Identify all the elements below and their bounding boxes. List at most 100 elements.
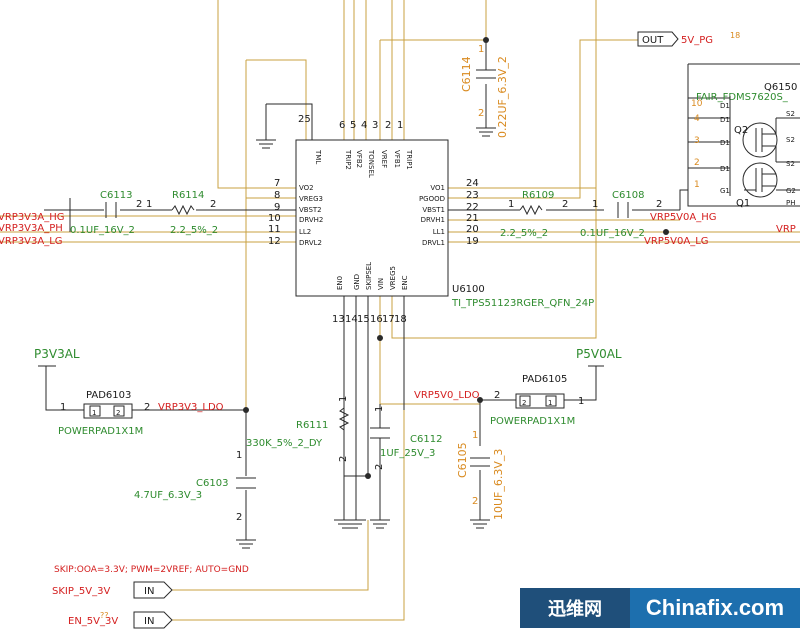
port-label: IN [144,616,154,627]
ic-top-pin-label: VFB1 [393,150,401,168]
pin-number: 2 [472,496,478,507]
net-labels-left: VRP3V3A_HG VRP3V3A_PH VRP3V3A_LG [0,212,65,247]
resistor-ref: R6109 [522,190,554,201]
pin-number: 2 [136,199,142,210]
net-label: VRP3V3A_HG [0,212,65,223]
pin-number: 8 [274,190,280,201]
mosfet-pin-label: S2 [786,136,795,144]
cap-plates [470,457,490,467]
mosfet-q2-symbol [755,118,777,162]
ic-top-pin-label: VREF [380,150,388,168]
wire-q1-gate [679,189,688,210]
net-labels-right: VRP5V0A_HG VRP5V0A_LG VRP [644,212,796,247]
pin-number: 1 [236,450,242,461]
skip-note: SKIP:OOA=3.3V; PWM=2VREF; AUTO=GND [54,565,249,575]
out-port: OUT 5V_PG 18 [637,31,740,47]
pin-number: 1 [60,402,66,413]
pin-number: 15 [357,314,370,325]
p3v3al-section: P3V3AL 1 2 1 2 PAD6103 POWERPAD1X1M VRP3… [34,347,224,437]
ground-icon [370,519,390,529]
resistor-r6109: R6109 1 2 2.2_5%_2 [500,190,568,239]
p5v0al-section: P5V0AL 2 1 2 1 PAD6105 POWERPAD1X1M VRP5… [414,347,622,427]
cap-plates [370,427,390,439]
in-port-en: IN EN_5V_3V ?? [68,611,173,629]
ic-right-pin-label: VBST1 [422,206,445,214]
ic-bottom-pin-label: ENC [401,275,409,290]
pin-number: 25 [298,114,311,125]
sheet-ref: ?? [100,611,109,620]
wire-skip [172,520,369,591]
cap-plates [236,477,256,489]
mosfet-pin-label: S2 [786,160,795,168]
mosfet-ref: Q6150 [764,82,797,93]
pin-number: 2 [385,120,391,131]
net-label: VRP5V0A_HG [650,212,717,223]
junction-dot [477,397,483,403]
net-label: VRP [776,224,796,235]
pin-number: 6 [339,120,345,131]
junction-dot [377,335,383,341]
power-net-label: P3V3AL [34,347,80,361]
pin-number: 1 [478,44,484,55]
ground-icon [236,530,256,549]
mosfet-pin-label: G1 [720,187,730,195]
resistor-value: 330K_5%_2_DY [246,438,323,449]
pin-number: 5 [350,120,356,131]
resistor-r6114: R6114 2 2.2_5%_2 [170,190,218,236]
cap-c6114-plates [476,69,496,79]
cap-c6108: C6108 1 2 0.1UF_16V_2 [580,190,662,239]
pin-number: 14 [345,314,358,325]
ic-right-pin-label: DRVH1 [421,216,445,224]
mosfet-pin-label: D1 [720,102,730,110]
pin-number: 21 [466,213,479,224]
pin-number: 13 [332,314,345,325]
pin-number: 1 [338,396,349,402]
pad-box-label: 2 [522,399,526,407]
ic-bottom-pin-label: EN0 [336,276,344,290]
pin-number: 2 [338,456,349,462]
mosfet-pin-label: D1 [720,165,730,173]
net-label: VRP5V0_LDO [414,390,480,401]
in-port-skip: IN SKIP_5V_3V [52,581,173,599]
pin-number: 2 [562,199,568,210]
mosfet-q2-circle [742,122,778,158]
pad-box-label: 1 [92,409,96,417]
ground-icon [470,519,490,529]
wire-tml-feed [246,59,307,140]
ic-part-number: TI_TPS51123RGER_QFN_24P [451,298,594,309]
cap-ref: C6108 [612,190,644,201]
cap-c6113: C6113 2 1 0.1UF_16V_2 [70,190,152,236]
mosfet-q6150: Q6150 FAIR_FDMS7620S_ 10 4 3 2 1 D1 D1 D… [687,63,800,209]
ic-left-pin-label: VO2 [299,184,314,192]
net-label: VRP5V0A_LG [644,236,709,247]
ic-u6100: TML TRIP2 VFB2 TONSEL VREF VFB1 TRIP1 VO… [268,114,594,325]
ic-top-pin-label: TRIP2 [344,149,352,170]
pin-number: 10 [268,213,281,224]
ground-symbols [236,127,496,549]
net-label: EN_5V_3V [68,616,118,627]
junction-dot [243,407,249,413]
cap-plates [105,202,117,218]
ic-bottom-pin-label: VREG5 [389,266,397,290]
pin-number: 9 [274,202,280,213]
cap-ref: C6105 [456,442,469,478]
ic-left-pin-label: LL2 [299,228,311,236]
ground-icon [256,128,276,149]
pin-number: 17 [382,314,395,325]
wire-vreg5 [391,0,597,339]
pin-number: 2 [210,199,216,210]
cap-c6114-ref: C6114 [460,56,473,92]
pin-number: 1 [397,120,403,131]
pin-number: 1 [472,430,478,441]
resistor-zigzag [338,407,350,431]
wire-en [172,410,405,621]
pin-number: 1 [146,199,152,210]
resistor-ref: R6111 [296,420,328,431]
pin-number: 19 [466,236,479,247]
pad-box [545,395,557,407]
pad-part: POWERPAD1X1M [58,426,143,437]
pin-number: 22 [466,202,479,213]
cap-value: 0.1UF_16V_2 [70,225,135,236]
